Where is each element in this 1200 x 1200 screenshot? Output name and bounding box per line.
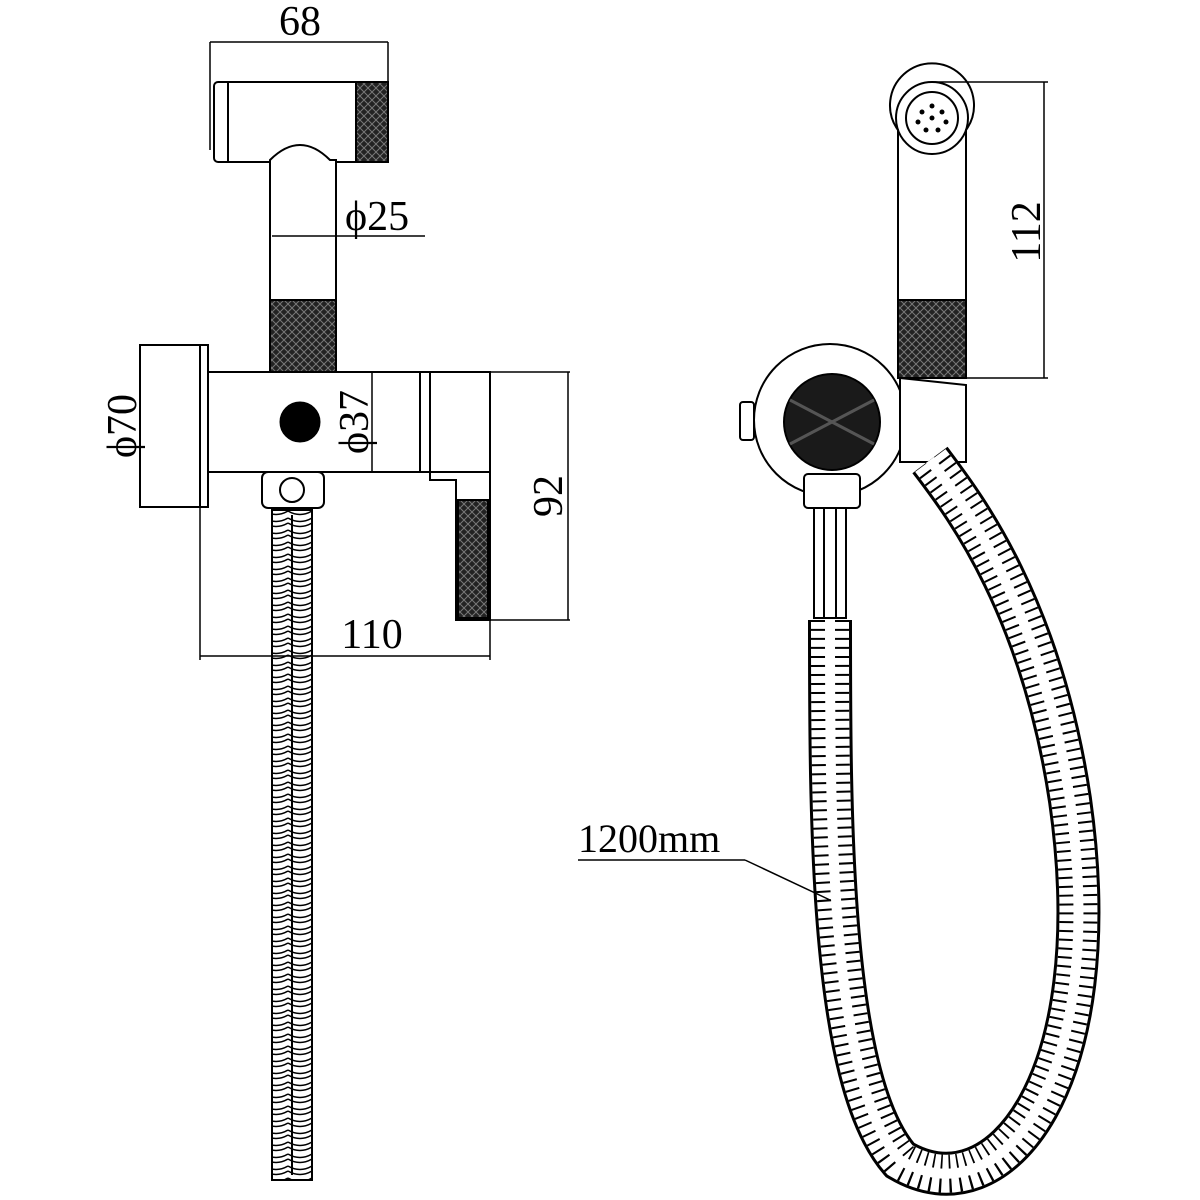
dim-hose-dia: ϕ25 <box>345 194 409 240</box>
dim-body-dia: ϕ37 <box>332 390 378 454</box>
dim-flange-dia: ϕ70 <box>100 394 146 458</box>
dimension-lines-left <box>139 41 570 660</box>
dim-depth: 110 <box>341 612 402 658</box>
spray-head-front <box>889 62 975 379</box>
dimension-lines-right <box>578 81 1048 901</box>
valve-body-side <box>207 371 491 621</box>
dim-height-handset: 112 <box>1004 201 1050 262</box>
dim-height-body: 92 <box>526 475 572 517</box>
dim-hose-length: 1200mm <box>578 816 720 861</box>
wall-flange-side <box>139 344 209 508</box>
dim-width-top: 68 <box>279 0 321 45</box>
front-view <box>739 62 1101 1196</box>
side-view <box>139 81 491 1181</box>
holder-front <box>739 343 967 619</box>
spray-head-side <box>213 81 389 163</box>
handset-neck <box>269 144 337 373</box>
